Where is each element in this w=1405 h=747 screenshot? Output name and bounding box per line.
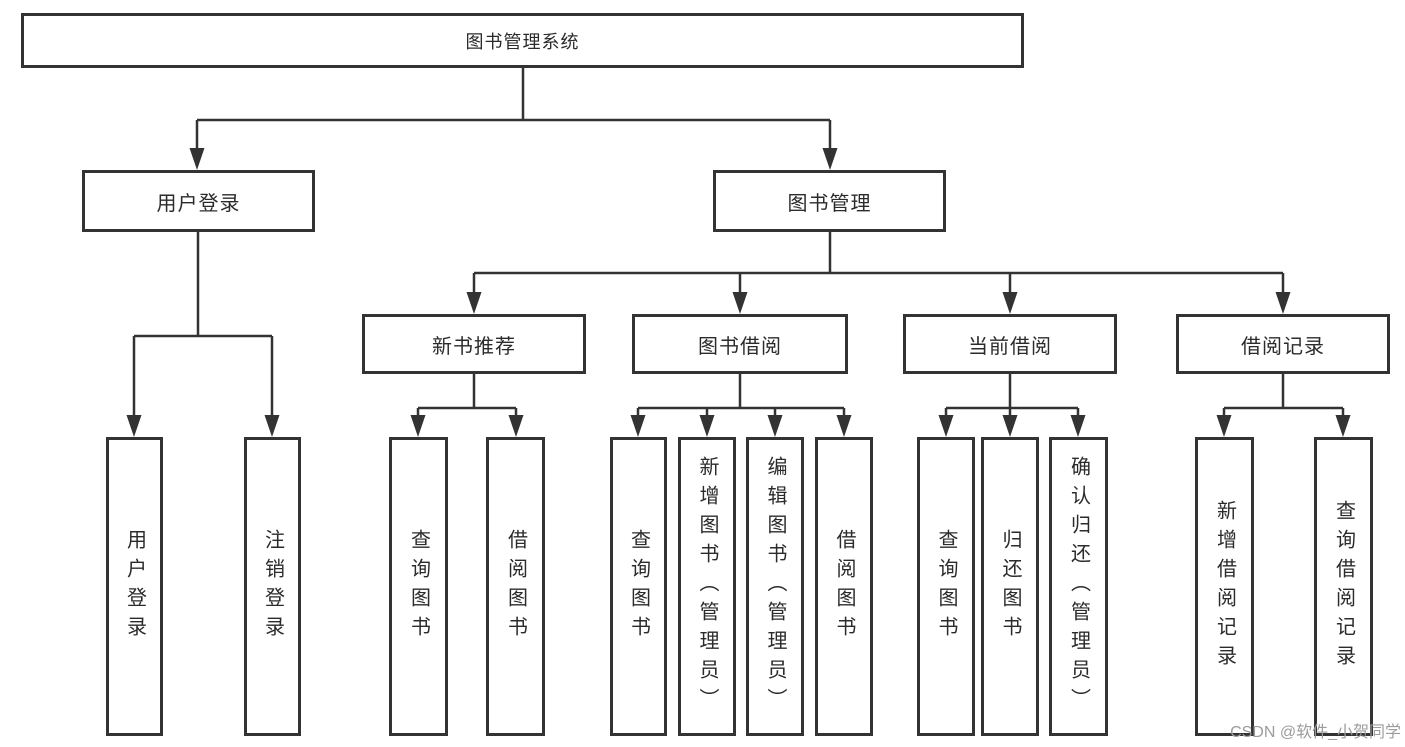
leaf-user-login-label: 用户登录 xyxy=(123,528,146,645)
leaf-add-borrow-record: 新增借阅记录 xyxy=(1195,437,1254,736)
node-book-management-label: 图书管理 xyxy=(787,192,872,215)
leaf-confirm-return-admin-label: 确认归还（管理员） xyxy=(1067,456,1090,717)
node-new-book-recommend: 新书推荐 xyxy=(362,314,586,374)
leaf-add-book-admin: 新增图书（管理员） xyxy=(678,437,736,736)
node-book-borrow: 图书借阅 xyxy=(632,314,848,374)
leaf-query-borrow-record-label: 查询借阅记录 xyxy=(1332,499,1355,674)
leaf-logout: 注销登录 xyxy=(244,437,301,736)
leaf-recommend-query-book: 查询图书 xyxy=(389,437,448,736)
leaf-edit-book-admin-label: 编辑图书（管理员） xyxy=(764,456,786,717)
leaf-add-borrow-record-label: 新增借阅记录 xyxy=(1213,499,1236,674)
node-borrow-records: 借阅记录 xyxy=(1176,314,1390,374)
node-borrow-records-label: 借阅记录 xyxy=(1241,335,1325,358)
leaf-current-query-book: 查询图书 xyxy=(917,437,975,736)
leaf-confirm-return-admin: 确认归还（管理员） xyxy=(1049,437,1108,736)
leaf-borrow-query-book: 查询图书 xyxy=(610,437,667,736)
node-current-borrow-label: 当前借阅 xyxy=(968,335,1052,358)
node-user-login-label: 用户登录 xyxy=(156,192,241,215)
leaf-borrow-query-book-label: 查询图书 xyxy=(627,528,650,645)
leaf-recommend-borrow-book: 借阅图书 xyxy=(486,437,545,736)
node-book-management: 图书管理 xyxy=(713,170,946,232)
csdn-watermark: CSDN @软件_小贺同学 xyxy=(1230,724,1401,741)
leaf-return-book-label: 归还图书 xyxy=(999,528,1021,645)
leaf-borrow-book-label: 借阅图书 xyxy=(833,528,855,645)
leaf-return-book: 归还图书 xyxy=(981,437,1039,736)
leaf-logout-label: 注销登录 xyxy=(261,528,284,645)
leaf-recommend-query-book-label: 查询图书 xyxy=(407,528,430,645)
leaf-current-query-book-label: 查询图书 xyxy=(935,528,957,645)
connectors xyxy=(126,68,1351,437)
node-user-login: 用户登录 xyxy=(82,170,315,232)
node-root: 图书管理系统 xyxy=(21,13,1024,68)
leaf-borrow-book: 借阅图书 xyxy=(815,437,873,736)
node-current-borrow: 当前借阅 xyxy=(903,314,1117,374)
leaf-user-login: 用户登录 xyxy=(106,437,163,736)
leaf-query-borrow-record: 查询借阅记录 xyxy=(1314,437,1373,736)
leaf-recommend-borrow-book-label: 借阅图书 xyxy=(504,528,527,645)
node-root-label: 图书管理系统 xyxy=(465,31,580,52)
node-book-borrow-label: 图书借阅 xyxy=(698,335,782,358)
leaf-edit-book-admin: 编辑图书（管理员） xyxy=(746,437,804,736)
node-new-book-recommend-label: 新书推荐 xyxy=(432,335,516,358)
leaf-add-book-admin-label: 新增图书（管理员） xyxy=(696,456,718,717)
